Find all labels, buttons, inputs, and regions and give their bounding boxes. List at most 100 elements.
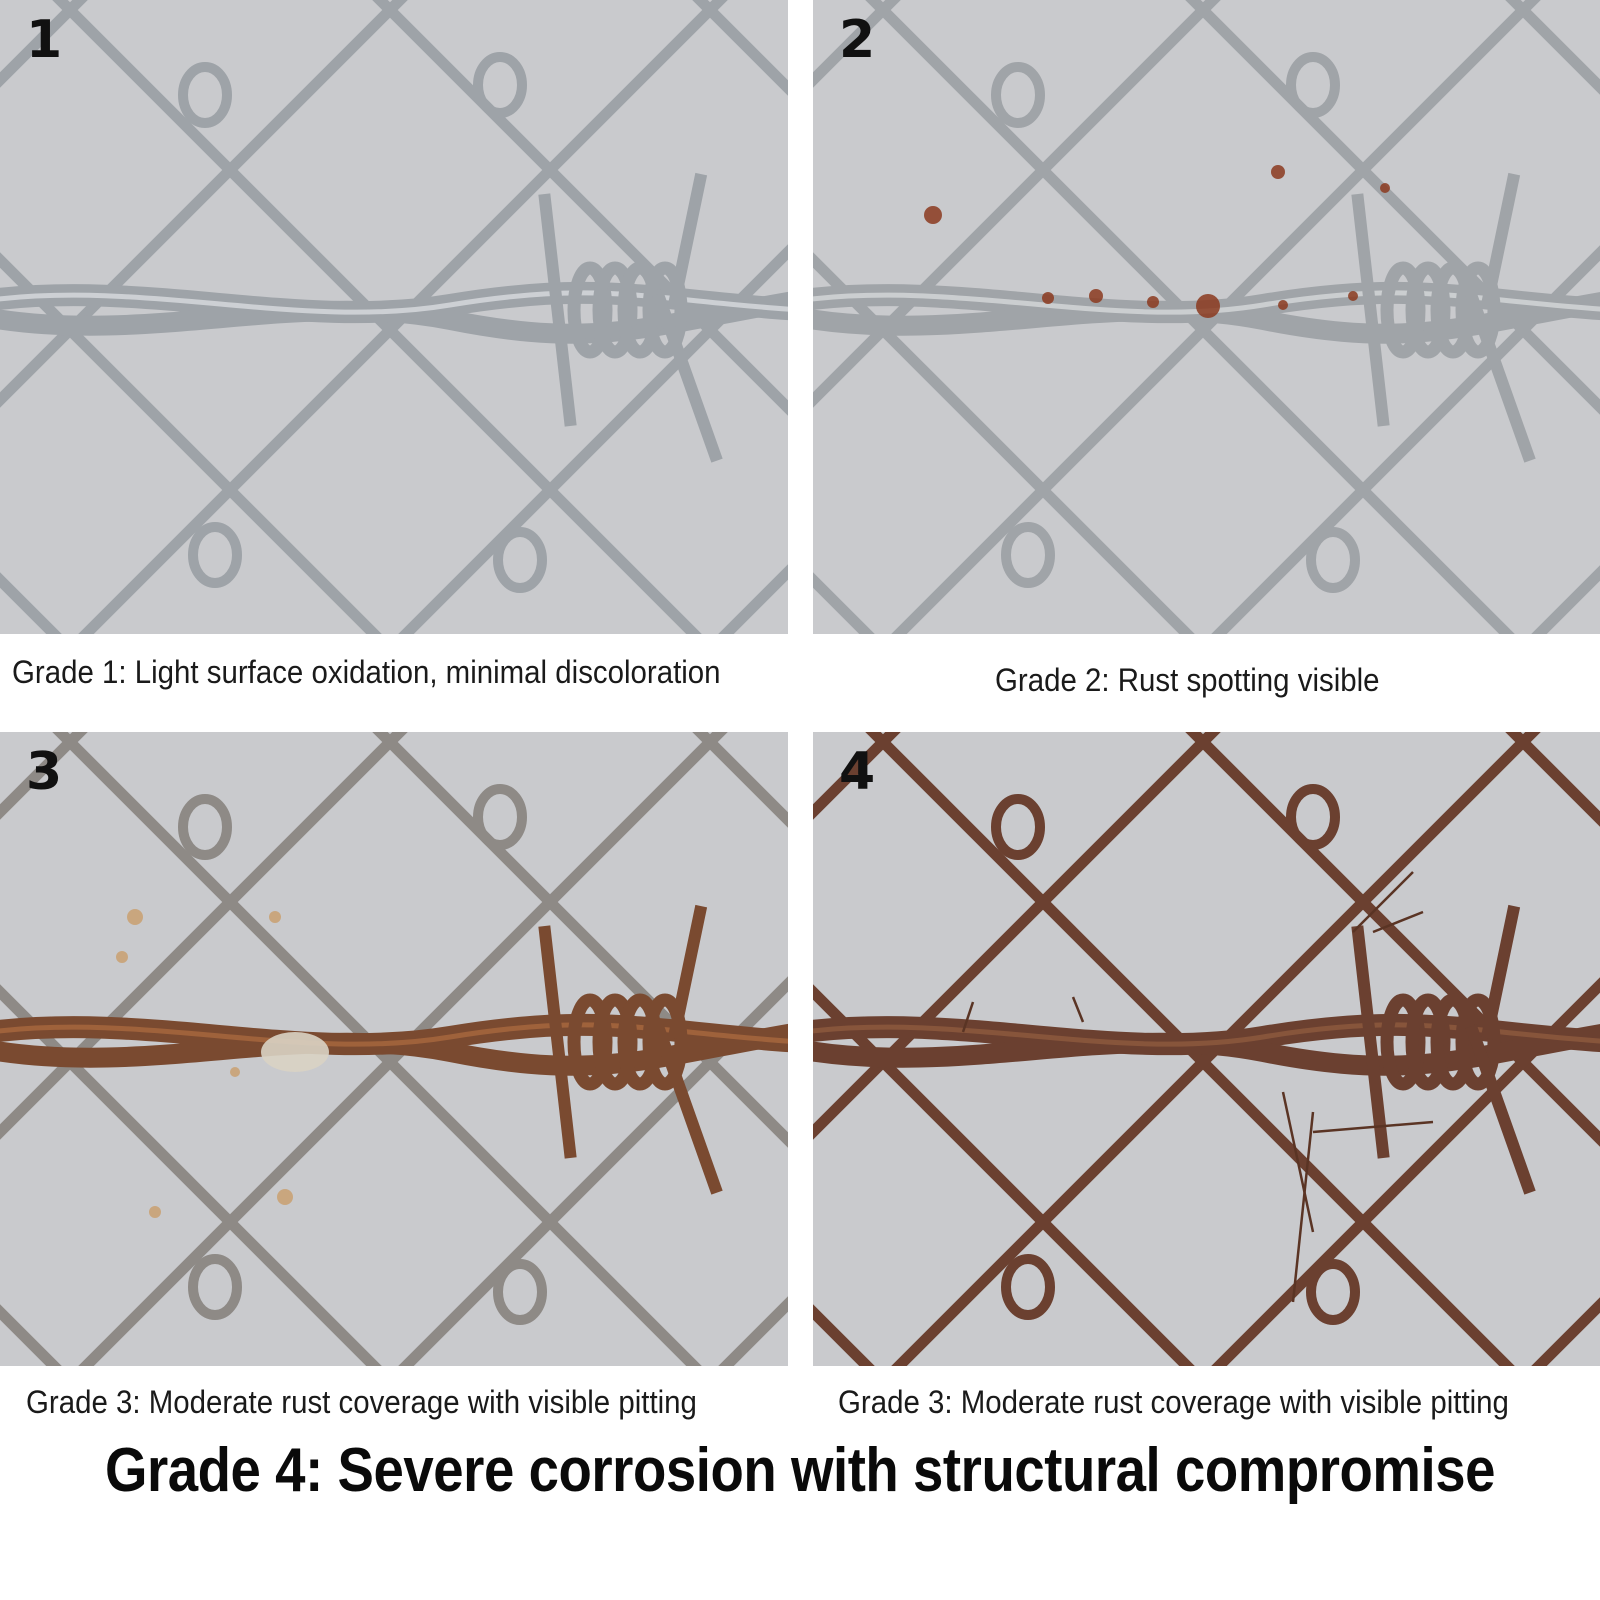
broken-fiber [1312,1120,1434,1134]
barb-point [1465,292,1536,463]
barb-point [1351,925,1390,1159]
barb-coil [1430,261,1476,359]
rust-spot [1271,165,1285,179]
chain-link-mesh [813,0,1600,634]
barb-point [667,904,708,1040]
panel-number: 2 [839,10,876,70]
grade-3-caption: Grade 3: Moderate rust coverage with vis… [26,1384,697,1420]
barbed-wire [0,904,788,1195]
barbed-wire [813,172,1600,463]
broken-fibers [961,871,1434,1303]
mesh-wire [78,732,728,1366]
grade-1-photo: 1 [0,0,788,634]
barb-coil [642,261,688,359]
barb-coil [617,261,663,359]
mesh-knuckle [1306,1259,1360,1325]
mesh-knuckle [188,1254,242,1320]
mesh-knuckle [178,794,232,860]
grade-1-caption: Grade 1: Light surface oxidation, minima… [12,654,721,690]
barb-coil [1455,261,1501,359]
barb-point [1480,904,1521,1040]
mesh-knuckle [991,794,1045,860]
grade-3-photo: 3 [0,732,788,1366]
rust-spot [1380,183,1390,193]
rust-spots [924,165,1390,318]
panel-number: 4 [839,742,876,802]
rust-spot [1042,292,1054,304]
barb-point [538,193,577,427]
barb-point [1480,172,1521,308]
barb-point [652,1024,723,1195]
barb-coil [642,993,688,1091]
broken-fiber [1281,1091,1315,1233]
barb-coil [1405,261,1451,359]
grade-3-wire-illustration [0,732,788,1366]
barb-point [1465,1024,1536,1195]
panel-number: 3 [26,742,63,802]
grade-1-wire-illustration [0,0,788,634]
mesh-knuckle [991,62,1045,128]
broken-fiber [1352,871,1414,933]
grade-4-caption: Grade 3: Moderate rust coverage with vis… [838,1384,1509,1420]
rust-spot [277,1189,293,1205]
grade-4-photo: 4 [813,732,1600,1366]
barb-coil [592,993,638,1091]
barb-coil [567,261,613,359]
mesh-wire [78,0,728,634]
mesh-wire [1211,245,1600,634]
mesh-knuckle [473,52,527,118]
mesh-wire [891,0,1541,634]
grade-2-wire-illustration [813,0,1600,634]
mesh-wire [1211,977,1600,1366]
barb-coil [567,993,613,1091]
barb-point [538,925,577,1159]
rust-spot [127,909,143,925]
rust-spots [116,909,329,1218]
broken-fiber [1291,1111,1315,1303]
mesh-knuckle [178,62,232,128]
pitting-patch [261,1032,329,1072]
mesh-knuckle [1001,1254,1055,1320]
barb-coil [592,261,638,359]
barb-point [667,172,708,308]
grade-2-caption: Grade 2: Rust spotting visible [995,662,1380,698]
mesh-knuckle [1286,784,1340,850]
barbed-wire [0,172,788,463]
grade-2-photo: 2 [813,0,1600,634]
barb-point [652,292,723,463]
rust-spot [149,1206,161,1218]
panel-number: 1 [26,10,63,70]
mesh-knuckle [473,784,527,850]
rust-spot [269,911,281,923]
broken-fiber [1071,996,1085,1023]
barb-coil [1430,993,1476,1091]
broken-fiber [961,1001,975,1033]
barb-coil [1380,993,1426,1091]
mesh-knuckle [493,1259,547,1325]
rust-spot [1348,291,1358,301]
mesh-knuckle [1306,527,1360,593]
barb-coil [1380,261,1426,359]
rust-spot [1278,300,1288,310]
mesh-wire [891,732,1541,1366]
grade-4-wire-illustration [813,732,1600,1366]
mesh-knuckle [1001,522,1055,588]
barb-coil [1405,993,1451,1091]
barb-coil [1455,993,1501,1091]
rust-spot [230,1067,240,1077]
barbed-wire [813,904,1600,1195]
barb-coil [617,993,663,1091]
broken-fiber [1372,910,1424,934]
rust-spot [1196,294,1220,318]
rust-spot [116,951,128,963]
rust-spot [924,206,942,224]
rust-spot [1089,289,1103,303]
page-title: Grade 4: Severe corrosion with structura… [104,1436,1496,1505]
mesh-wire [398,244,788,634]
mesh-knuckle [493,527,547,593]
barb-point [1351,193,1390,427]
mesh-knuckle [188,522,242,588]
rust-spot [1147,296,1159,308]
mesh-knuckle [1286,52,1340,118]
mesh-wire [398,976,788,1366]
